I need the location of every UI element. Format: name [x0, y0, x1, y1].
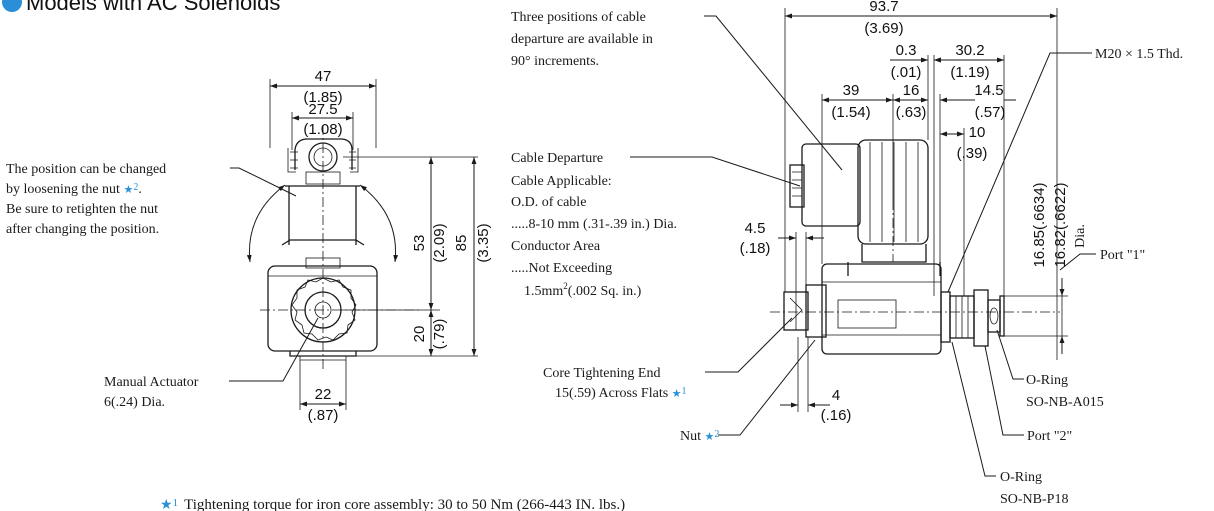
dim-85: 85 — [453, 235, 470, 252]
svg-text:SO-NB-P18: SO-NB-P18 — [1000, 492, 1068, 507]
dim-85-in: (3.35) — [475, 223, 492, 262]
svg-text:Be sure to retighten the nut: Be sure to retighten the nut — [6, 202, 158, 217]
section-header: Models with AC Solenoids — [2, 0, 280, 15]
dim-27-5-in: (1.08) — [303, 121, 342, 138]
svg-text:6(.24) Dia.: 6(.24) Dia. — [104, 395, 165, 410]
note-port-2: Port "2" — [984, 345, 1072, 444]
note-nut: Nut ★2 — [680, 339, 816, 444]
svg-text:Manual Actuator: Manual Actuator — [104, 375, 199, 390]
dia-label: Dia. — [1073, 224, 1088, 248]
section-title: Models with AC Solenoids — [26, 0, 280, 15]
note-manual-actuator: Manual Actuator 6(.24) Dia. — [104, 317, 319, 410]
dim-10-in: (.39) — [957, 145, 988, 162]
note-thread: M20 × 1.5 Thd. — [947, 47, 1183, 293]
dim-22-in: (.87) — [308, 407, 339, 424]
dim-4-5: 4.5 — [745, 220, 766, 237]
note-core-end: Core Tightening End 15(.59) Across Flats… — [543, 317, 793, 401]
dim-93-7-in: (3.69) — [864, 20, 903, 37]
svg-text:M20 × 1.5 Thd.: M20 × 1.5 Thd. — [1095, 47, 1183, 62]
dim-39-in: (1.54) — [831, 104, 870, 121]
dim-39: 39 — [843, 82, 860, 99]
dim-0-3-in: (.01) — [891, 64, 922, 81]
svg-text:Core Tightening End: Core Tightening End — [543, 366, 660, 381]
svg-text:15(.59) Across Flats ★1: 15(.59) Across Flats ★1 — [555, 386, 687, 401]
dim-4-in: (.16) — [821, 407, 852, 424]
dim-14-5: 14.5 — [974, 82, 1003, 99]
front-view: 47 (1.85) 27.5 (1.08) 53 (2.09) 85 (3.35… — [6, 68, 492, 424]
note-port-1: Port "1" — [1059, 248, 1145, 271]
svg-text:.....Not Exceeding: .....Not Exceeding — [511, 261, 612, 276]
svg-text:The position can be changed: The position can be changed — [6, 162, 166, 177]
note-departure: Three positions of cable departure are a… — [511, 10, 843, 171]
svg-text:Port "1": Port "1" — [1100, 248, 1145, 263]
svg-text:Cable Departure: Cable Departure — [511, 151, 603, 166]
dim-20-in: (.79) — [431, 319, 448, 350]
svg-text:O-Ring: O-Ring — [1026, 373, 1068, 388]
dim-16: 16 — [903, 82, 920, 99]
svg-text:1.5mm2(.002 Sq. in.): 1.5mm2(.002 Sq. in.) — [524, 281, 642, 299]
svg-text:departure are available in: departure are available in — [511, 32, 653, 47]
svg-text:.....8-10 mm (.31-.39 in.) Dia: .....8-10 mm (.31-.39 in.) Dia. — [511, 217, 677, 232]
svg-text:Port "2": Port "2" — [1027, 429, 1072, 444]
bullet-icon — [2, 0, 22, 12]
svg-text:Nut ★2: Nut ★2 — [680, 429, 719, 444]
dim-47-in: (1.85) — [303, 89, 342, 106]
svg-text:SO-NB-A015: SO-NB-A015 — [1026, 395, 1104, 410]
dim-14-5-in: (.57) — [975, 104, 1006, 121]
svg-text:O.D. of cable: O.D. of cable — [511, 195, 586, 210]
side-view: 93.7 (3.69) 0.3 (.01) 30.2 (1.19) 39 (1.… — [511, 0, 1183, 507]
dim-10: 10 — [969, 124, 986, 141]
note-oring-a: O-Ring SO-NB-A015 — [996, 329, 1104, 410]
svg-text:Cable Applicable:: Cable Applicable: — [511, 174, 612, 189]
dim-53: 53 — [411, 235, 428, 252]
dim-47: 47 — [315, 68, 332, 85]
dim-20: 20 — [411, 326, 428, 343]
dim-30-2: 30.2 — [955, 42, 984, 59]
dim-30-2-in: (1.19) — [950, 64, 989, 81]
dim-93-7: 93.7 — [869, 0, 898, 15]
note-position: The position can be changed by loosening… — [6, 162, 297, 237]
dim-22: 22 — [315, 386, 332, 403]
svg-text:O-Ring: O-Ring — [1000, 470, 1042, 485]
note-oring-p: O-Ring SO-NB-P18 — [951, 341, 1068, 507]
dim-53-in: (2.09) — [431, 223, 448, 262]
dim-0-3: 0.3 — [896, 42, 917, 59]
svg-text:Conductor Area: Conductor Area — [511, 239, 601, 254]
dia-1: 16.85(.6634) — [1031, 182, 1048, 267]
svg-text:Three positions of cable: Three positions of cable — [511, 10, 646, 25]
note-cable: Cable Departure Cable Applicable: O.D. o… — [511, 151, 801, 299]
svg-text:by loosening the nut ★2.: by loosening the nut ★2. — [6, 182, 142, 197]
dia-2: 16.82(.6622) — [1052, 182, 1069, 267]
dim-4-5-in: (.18) — [740, 240, 771, 257]
dim-4: 4 — [832, 387, 840, 404]
star-icon: ★ — [160, 498, 173, 511]
dim-16-in: (.63) — [896, 104, 927, 121]
svg-text:after changing the position.: after changing the position. — [6, 222, 159, 237]
svg-text:90° increments.: 90° increments. — [511, 54, 599, 69]
dim-27-5: 27.5 — [308, 101, 337, 118]
